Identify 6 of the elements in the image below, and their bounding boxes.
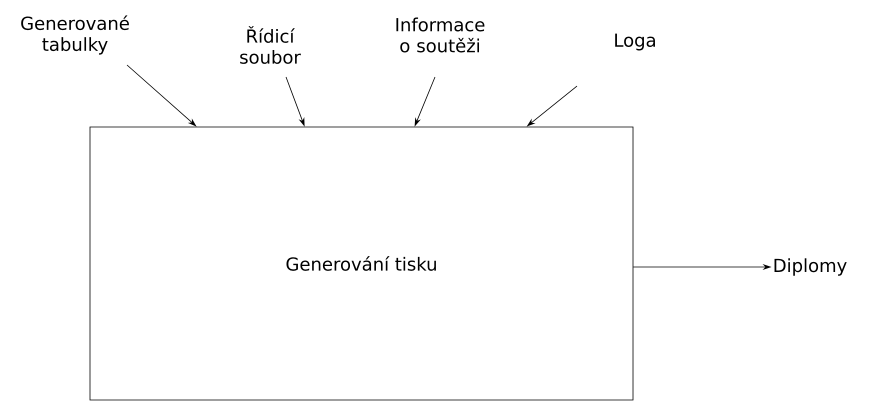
output-label: Diplomy: [774, 258, 847, 276]
input-label: Generované tabulky: [21, 15, 129, 55]
process-box: Generování tisku: [90, 126, 634, 400]
input-label: Řídicí soubor: [240, 26, 301, 64]
input-label: Loga: [615, 34, 655, 50]
input-label: Informace o soutěži: [396, 18, 484, 52]
